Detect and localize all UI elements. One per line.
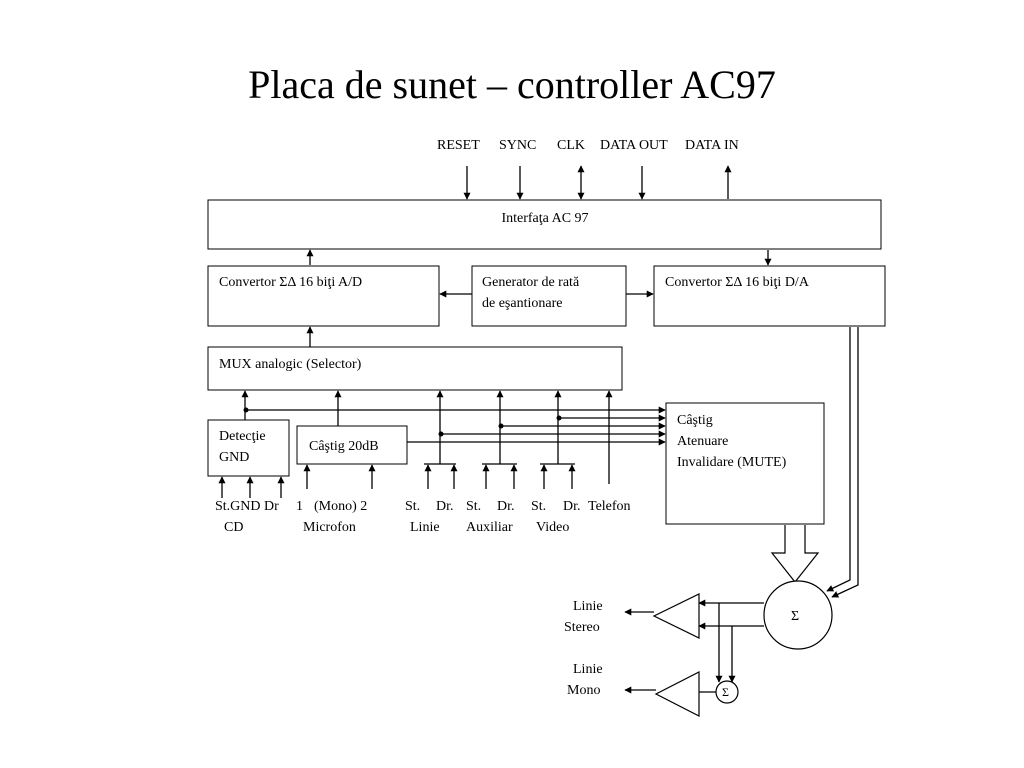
gnd-detect-label-1: Detecţie	[219, 429, 266, 444]
junction-dot	[438, 431, 444, 437]
junction-dot	[556, 415, 562, 421]
mic1-label: 1	[296, 499, 303, 514]
phone-label: Telefon	[588, 499, 631, 514]
gain-mute-label-3: Invalidare (MUTE)	[677, 455, 787, 470]
stereo-output-label-2: Stereo	[564, 620, 600, 635]
gain-to-sum-block-arrow	[770, 525, 820, 583]
line-st-label: St.	[405, 499, 420, 514]
aux-dr-label: Dr.	[497, 499, 515, 514]
gain-mute-block	[665, 402, 825, 525]
cd-label: CD	[224, 520, 243, 535]
sum-label: Σ	[791, 609, 799, 624]
line-label: Linie	[410, 520, 440, 535]
aux-input-fork	[482, 463, 518, 489]
adc-label: Convertor ΣΔ 16 biţi A/D	[219, 275, 362, 290]
mux-label: MUX analogic (Selector)	[219, 357, 362, 372]
video-input-fork	[540, 463, 576, 489]
rate-generator-label-1: Generator de rată	[482, 275, 580, 290]
adc-block	[207, 265, 440, 327]
stereo-amplifier	[652, 593, 700, 639]
mic-label: Microfon	[303, 520, 356, 535]
gain-20db-block	[296, 425, 408, 465]
signal-reset-label: RESET	[437, 138, 480, 153]
mic2-label: (Mono) 2	[314, 499, 367, 514]
mono-output-label-1: Linie	[573, 662, 603, 677]
aux-st-label: St.	[466, 499, 481, 514]
mux-block	[207, 346, 623, 391]
gnd-detect-label-2: GND	[219, 450, 249, 465]
rate-generator-block	[471, 265, 627, 327]
gain-mute-label-2: Atenuare	[677, 434, 728, 449]
dac-block	[653, 265, 886, 327]
mono-sum-label: Σ	[722, 685, 729, 699]
interface-label: Interfaţa AC 97	[501, 211, 588, 226]
signal-clk-label: CLK	[557, 138, 585, 153]
gain-mute-label-1: Câştig	[677, 413, 713, 428]
cd-inputs-label: St.GND Dr	[215, 499, 279, 514]
video-dr-label: Dr.	[563, 499, 581, 514]
line-input-fork	[424, 463, 458, 489]
signal-data-in-label: DATA IN	[685, 138, 739, 153]
rate-generator-label-2: de eşantionare	[482, 296, 562, 311]
gain-20db-label: Câştig 20dB	[309, 439, 379, 454]
mono-output-label-2: Mono	[567, 683, 600, 698]
sum-node	[763, 580, 833, 650]
aux-label: Auxiliar	[466, 520, 513, 535]
video-label: Video	[536, 520, 569, 535]
mono-amplifier	[654, 671, 700, 717]
video-st-label: St.	[531, 499, 546, 514]
dac-to-sum-line-2	[831, 327, 859, 598]
junction-dot	[243, 407, 249, 413]
gnd-detect-block	[207, 419, 290, 477]
interface-block	[207, 199, 882, 250]
dac-to-sum-line-1	[826, 327, 851, 592]
signal-sync-label: SYNC	[499, 138, 536, 153]
dac-label: Convertor ΣΔ 16 biţi D/A	[665, 275, 810, 290]
signal-data-out-label: DATA OUT	[600, 138, 668, 153]
stereo-output-label-1: Linie	[573, 599, 603, 614]
junction-dot	[498, 423, 504, 429]
line-dr-label: Dr.	[436, 499, 454, 514]
page-title: Placa de sunet – controller AC97	[248, 62, 776, 107]
